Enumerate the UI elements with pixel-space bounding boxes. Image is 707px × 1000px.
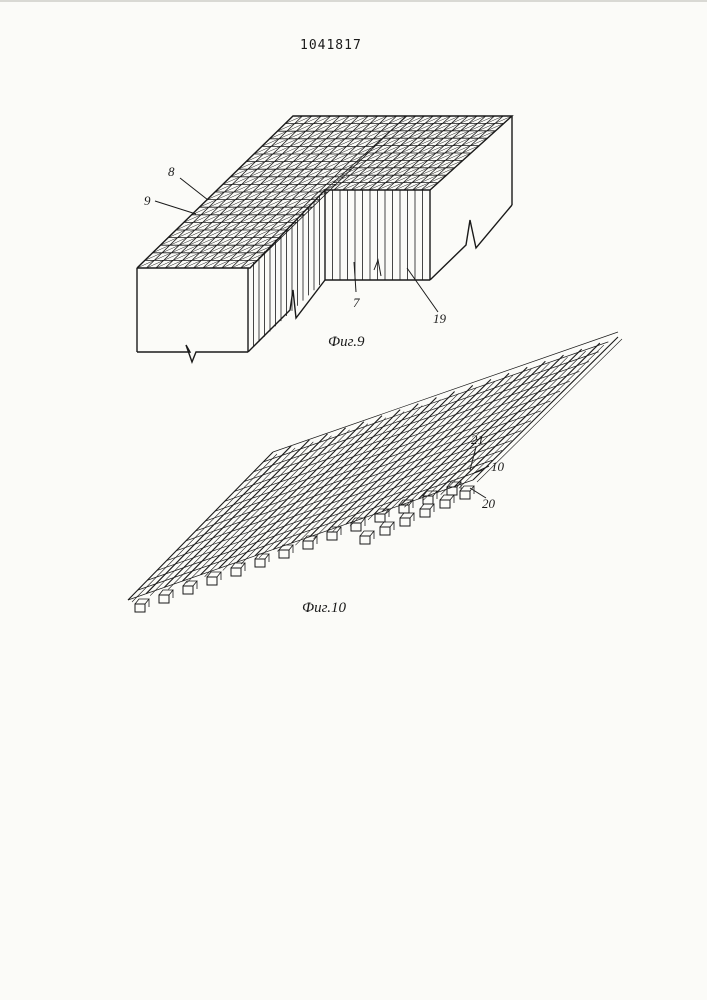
lattice-bar [455, 343, 600, 486]
support-block [303, 541, 313, 549]
lattice-cross [234, 371, 579, 491]
lattice-bar [419, 355, 564, 499]
support-block-top [351, 518, 365, 523]
support-block-top [279, 545, 293, 550]
support-block-top [360, 531, 374, 536]
lattice-bar-edge [295, 400, 440, 546]
support-block [231, 568, 241, 576]
lattice-bar-edge [314, 393, 459, 538]
lattice-bar [128, 452, 273, 600]
figure-10-caption: Фиг.10 [302, 600, 346, 617]
support-block-top [380, 522, 394, 527]
fig10-label-10: 10 [491, 459, 504, 475]
support-block-top [440, 495, 454, 500]
support-block-top [420, 504, 434, 509]
support-block-top [135, 599, 149, 604]
support-block-top [159, 590, 173, 595]
support-block [380, 527, 390, 535]
lattice-cross [273, 332, 618, 452]
fig10-label-20: 20 [482, 496, 495, 512]
lattice-bar-edge [459, 345, 604, 488]
lattice-bar-edge [168, 442, 313, 589]
lattice-bar-edge [186, 436, 331, 583]
lattice-bar-edge [205, 430, 350, 577]
support-block [420, 509, 430, 517]
lattice-bar [255, 410, 400, 556]
support-block [279, 550, 289, 558]
support-block-top [207, 572, 221, 577]
support-block [351, 523, 361, 531]
support-block [207, 577, 217, 585]
support-block [159, 595, 169, 603]
lattice-bar [164, 440, 309, 587]
support-block [255, 559, 265, 567]
support-block [399, 505, 409, 513]
lattice-bar [219, 422, 364, 569]
support-block [327, 532, 337, 540]
support-block [360, 536, 370, 544]
support-block [400, 518, 410, 526]
lattice-cross [244, 362, 589, 482]
support-block [183, 586, 193, 594]
lattice-bar [201, 428, 346, 575]
support-block [460, 491, 470, 499]
figure-10-lattice [128, 332, 622, 602]
support-block [135, 604, 145, 612]
lattice-bar [146, 446, 291, 594]
support-block-top [460, 486, 474, 491]
support-block [375, 514, 385, 522]
lattice-cross [263, 342, 608, 462]
support-block-top [183, 581, 197, 586]
lattice-bar-edge [423, 357, 568, 501]
lattice-bar [437, 349, 582, 493]
support-block [440, 500, 450, 508]
lattice-cross [254, 352, 599, 472]
fig10-label-21: 21 [471, 432, 484, 448]
support-block-top [327, 527, 341, 532]
support-block-top [400, 513, 414, 518]
lattice-bar-edge [441, 351, 586, 495]
